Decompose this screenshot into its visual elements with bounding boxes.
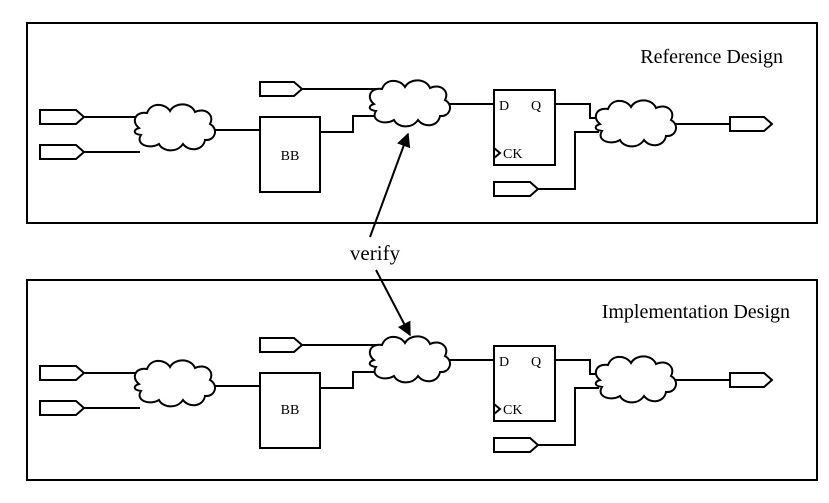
flip-flop-q-pin: Q [531,99,541,114]
wire [538,387,599,446]
flip-flop-d-pin: D [499,355,509,370]
clock-marker-icon [493,403,502,415]
implementation-design-panel: Implementation Design BB D Q CK [26,279,818,481]
logic-cloud [368,335,451,384]
wire [320,115,374,133]
logic-cloud [133,103,216,152]
logic-cloud [594,99,677,148]
clock-input-port [493,437,540,453]
flip-flop-q-pin: Q [531,355,541,370]
input-port [39,400,86,416]
reference-design-panel: Reference Design BB D Q CK [26,22,818,224]
input-port [39,109,86,125]
logic-cloud [133,359,216,408]
input-port [259,81,304,97]
flip-flop [493,345,556,422]
logic-cloud [368,79,451,128]
black-box-label: BB [281,149,300,164]
flip-flop [493,89,556,166]
verify-arrow-down [375,269,411,337]
wire [555,103,599,119]
input-port [39,144,86,160]
flip-flop-ck-pin: CK [503,147,522,162]
verify-arrow-up [369,132,411,238]
wire [320,371,374,389]
wire [538,131,599,190]
reference-design-title: Reference Design [640,46,783,68]
input-port [259,337,304,353]
black-box [259,372,321,449]
wire [555,359,599,375]
clock-marker-icon [493,147,502,159]
logic-cloud [594,355,677,404]
flip-flop-d-pin: D [499,99,509,114]
black-box-label: BB [281,403,300,418]
output-port [729,372,774,388]
flip-flop-ck-pin: CK [503,403,522,418]
clock-input-port [493,181,540,197]
input-port [39,365,86,381]
output-port [729,116,774,132]
verify-label-background [340,238,410,268]
black-box [259,116,321,193]
implementation-design-title: Implementation Design [602,301,790,323]
verify-label: verify [350,241,401,265]
